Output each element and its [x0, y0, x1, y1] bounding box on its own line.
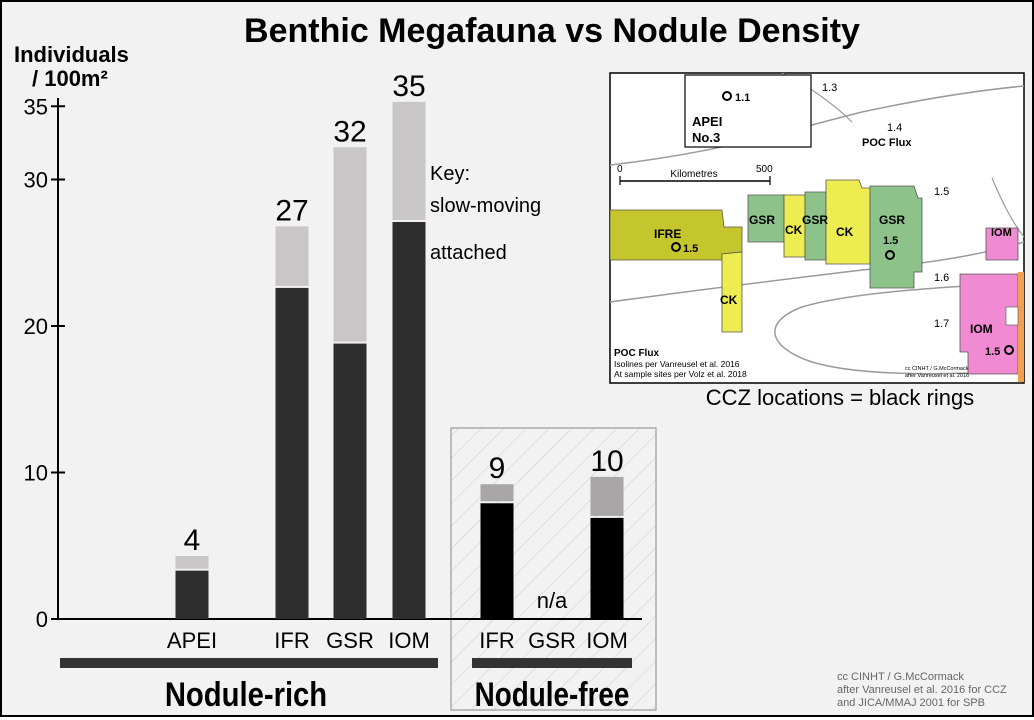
map-legend-line-2: At sample sites per Volz et al. 2018 [614, 369, 747, 379]
key-attached: attached [430, 242, 507, 264]
bar-attached [590, 517, 624, 619]
nodule-free-bar [472, 658, 632, 668]
map-legend-title: POC Flux [614, 348, 659, 359]
zone-label-gsr: GSR [749, 213, 775, 227]
bar-slow-moving [392, 101, 426, 220]
category-label: GSR [326, 628, 374, 653]
isoline [610, 85, 1024, 166]
bar-total-label: 27 [275, 194, 308, 227]
zone-gsr-3 [869, 185, 923, 289]
y-tick-label: 35 [24, 94, 48, 119]
map-credit-1: cc CINHT / G.McCormack [905, 366, 969, 372]
key-heading: Key: [430, 163, 470, 185]
zone-iom-small [985, 227, 1019, 261]
category-label: IFR [274, 628, 309, 653]
bar-attached [333, 343, 367, 619]
apei-value: 1.1 [735, 92, 750, 104]
axes: 0 10 20 30 35 [24, 94, 642, 632]
zone-ck-2 [825, 179, 871, 265]
bar-slow-moving [480, 484, 514, 502]
scale-end: 500 [756, 164, 773, 175]
category-labels: APEI IFR GSR IOM IFR GSR IOM [167, 628, 628, 653]
site-ring [671, 242, 681, 252]
scale-start: 0 [617, 164, 623, 175]
category-label: APEI [167, 628, 217, 653]
bar-attached [275, 287, 309, 619]
zone-white-gap [1005, 306, 1019, 326]
bar-slow-moving [275, 226, 309, 286]
map-caption: CCZ locations = black rings [706, 385, 974, 410]
zone-label-gsr: GSR [802, 213, 828, 227]
zone-ck-west [721, 251, 743, 333]
y-axis-unit: / 100m² [32, 66, 108, 91]
y-tick-label: 30 [24, 168, 48, 193]
y-axis-label: Individuals [14, 42, 129, 67]
zone-label-iom: IOM [991, 227, 1012, 239]
isoline [774, 283, 1024, 375]
y-tick-label: 0 [36, 607, 48, 632]
bar-attached [392, 221, 426, 620]
bar-total-label: 10 [590, 445, 623, 478]
isoline [610, 241, 1024, 303]
zone-label-ifre: IFRE [654, 227, 681, 241]
category-label: IOM [388, 628, 430, 653]
isoline-value: 1.3 [822, 82, 837, 94]
y-tick-label: 10 [24, 461, 48, 486]
site-value: 1.5 [683, 243, 698, 255]
ccz-map: 1.1 APEI No.3 1.3 1.4 POC Flux 1.5 1.6 1… [609, 72, 1025, 384]
key-slow-moving: slow-moving [430, 195, 541, 217]
category-label: GSR [528, 628, 576, 653]
zone-label-ck: CK [785, 223, 803, 237]
y-tick-label: 20 [24, 314, 48, 339]
na-label: n/a [537, 588, 568, 613]
bar-slow-moving [333, 147, 367, 342]
site-value: 1.5 [985, 346, 1000, 358]
bar-attached [480, 503, 514, 619]
nodule-rich-label: Nodule-rich [165, 675, 327, 714]
bar-total-label: 4 [184, 524, 201, 557]
credit-line-3: and JICA/MMAJ 2001 for SPB [837, 697, 985, 709]
isoline-value: 1.4 [887, 122, 902, 134]
site-value: 1.5 [883, 235, 898, 247]
apei-label-2: No.3 [692, 130, 720, 145]
bar-total-label: 35 [392, 70, 425, 103]
category-label: IFR [479, 628, 514, 653]
zone-label-iom: IOM [970, 322, 993, 336]
isoline-value: 1.5 [934, 186, 949, 198]
nodule-rich-bar [60, 658, 438, 668]
credit-line-2: after Vanreusel et al. 2016 for CCZ [837, 684, 1007, 696]
apei-label: APEI [692, 114, 722, 129]
site-ring [1004, 345, 1014, 355]
isoline-value: 1.6 [934, 272, 949, 284]
bar-slow-moving [175, 556, 209, 569]
zone-label-ck: CK [836, 225, 854, 239]
credit-line-1: cc CINHT / G.McCormack [837, 671, 964, 683]
bar-total-label: 32 [333, 115, 366, 148]
chart-title: Benthic Megafauna vs Nodule Density [244, 12, 860, 50]
site-ring [885, 250, 895, 260]
bar-total-label: 9 [489, 452, 506, 485]
isoline-value: 1.7 [934, 318, 949, 330]
scale-unit: Kilometres [670, 169, 717, 180]
nodule-free-label: Nodule-free [475, 675, 630, 713]
bars: 4 27 32 35 9 10 [175, 70, 624, 620]
zone-label-gsr: GSR [879, 213, 905, 227]
bar-slow-moving [590, 476, 624, 516]
bar-attached [175, 570, 209, 619]
zone-label-ck: CK [720, 293, 738, 307]
apei-site-ring [722, 91, 732, 101]
category-label: IOM [586, 628, 628, 653]
zone-orange-edge [1018, 272, 1024, 382]
map-legend-line-1: Isolines per Vanreusel et al. 2016 [614, 359, 740, 369]
isoline [991, 177, 1024, 238]
map-credit-2: after Vanreusel et al. 2016 [905, 373, 969, 379]
apei-box [684, 74, 812, 148]
poc-flux-label: POC Flux [862, 137, 912, 149]
